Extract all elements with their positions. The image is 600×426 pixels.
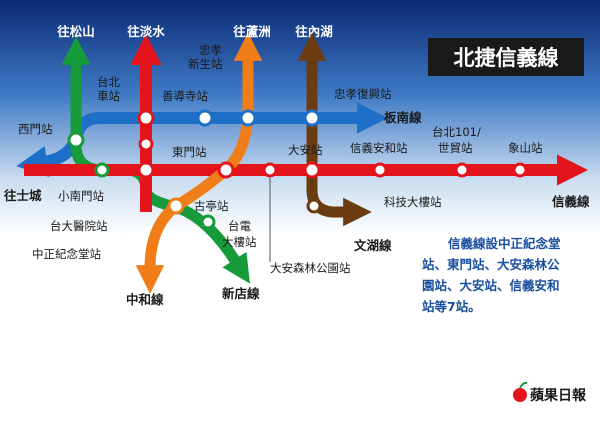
apple-icon bbox=[513, 388, 527, 402]
dir-zhonghe: 中和線 bbox=[126, 292, 164, 307]
label-ximen: 西門站 bbox=[18, 122, 53, 136]
station-marker-ximen bbox=[67, 131, 85, 149]
note-line-3: 園站、大安站、信義安和 bbox=[422, 278, 560, 293]
station-marker-zhongxiao-fuxing bbox=[303, 109, 321, 127]
map-title: 北捷信義線 bbox=[454, 46, 559, 70]
dir-wenhu: 文湖線 bbox=[354, 238, 392, 253]
label-taipei101-2: 世貿站 bbox=[438, 141, 473, 155]
station-marker-taipei101 bbox=[454, 162, 470, 178]
label-taipower-2: 大樓站 bbox=[222, 235, 257, 249]
label-ntuh: 台大醫院站 bbox=[50, 219, 108, 233]
note-line-2: 站、東門站、大安森林公 bbox=[422, 257, 560, 272]
station-marker-zhongxiao-xinsheng bbox=[239, 109, 257, 127]
title-box bbox=[428, 38, 584, 76]
label-zhongxiao-fuxing: 忠孝復興站 bbox=[334, 87, 392, 101]
station-marker-xinyi-anhe bbox=[372, 162, 388, 178]
station-marker-dongmen bbox=[217, 161, 235, 179]
label-daan-park: 大安森林公園站 bbox=[270, 261, 351, 275]
station-marker-cks bbox=[137, 161, 155, 179]
dir-neihu: 往內湖 bbox=[295, 24, 333, 39]
station-marker-shandao bbox=[196, 109, 214, 127]
station-marker-daan-park bbox=[262, 162, 278, 178]
dir-songshan: 往松山 bbox=[57, 24, 95, 39]
label-taipei-main-2: 車站 bbox=[97, 89, 120, 103]
label-xiangshan: 象山站 bbox=[508, 141, 543, 155]
dir-bannan: 板南線 bbox=[384, 110, 422, 125]
station-marker-guting bbox=[167, 197, 185, 215]
logo-text: 蘋果日報 bbox=[530, 387, 587, 404]
label-taipei101-1: 台北101/ bbox=[432, 125, 481, 139]
label-guting: 古亭站 bbox=[194, 199, 229, 213]
station-marker-taipower bbox=[200, 214, 216, 230]
apple-leaf-icon bbox=[519, 381, 528, 389]
dir-tamsui: 往淡水 bbox=[127, 24, 165, 39]
dir-luzhou: 往蘆洲 bbox=[233, 24, 271, 39]
dir-shilin: 往士城 bbox=[4, 188, 42, 203]
label-xinyi-anhe: 信義安和站 bbox=[350, 141, 408, 155]
note-line-4: 站等7站。 bbox=[422, 299, 481, 314]
station-marker-taipei-main bbox=[137, 109, 155, 127]
station-marker-xiangshan bbox=[512, 162, 528, 178]
station-marker-xiaonanmen bbox=[94, 162, 110, 178]
label-zhongxiao-xinsheng-1: 忠孝 bbox=[199, 43, 222, 57]
label-zhongxiao-xinsheng-2: 新生站 bbox=[188, 57, 223, 71]
station-marker-ntuh bbox=[138, 136, 154, 152]
label-technology: 科技大樓站 bbox=[384, 195, 442, 209]
dir-xinyi: 信義線 bbox=[552, 194, 590, 209]
newspaper-logo: 蘋果日報 bbox=[513, 381, 587, 404]
label-taipower-1: 台電 bbox=[228, 219, 251, 233]
station-marker-daan bbox=[303, 161, 321, 179]
label-taipei-main-1: 台北 bbox=[97, 75, 120, 89]
label-cks-memorial: 中正紀念堂站 bbox=[32, 247, 101, 261]
note-line-1: 信義線設中正紀念堂 bbox=[448, 236, 561, 251]
dir-xindian: 新店線 bbox=[222, 286, 260, 301]
label-dongmen: 東門站 bbox=[172, 145, 207, 159]
label-shandao: 善導寺站 bbox=[162, 89, 208, 103]
station-marker-technology bbox=[306, 198, 322, 214]
label-xiaonanmen: 小南門站 bbox=[58, 189, 104, 203]
zhonghe-line bbox=[135, 56, 254, 294]
station-markers bbox=[67, 109, 528, 230]
label-daan: 大安站 bbox=[288, 143, 323, 157]
